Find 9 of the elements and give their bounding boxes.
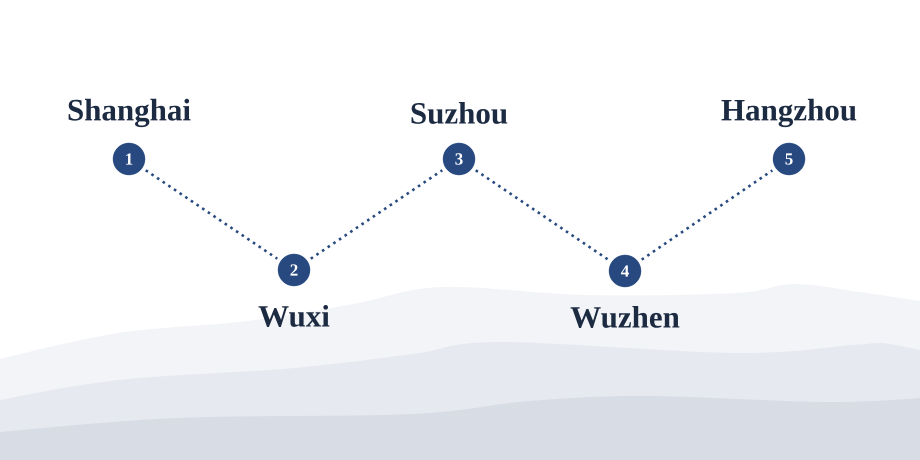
city-label: Hangzhou (722, 98, 856, 128)
city-label: Wuzhen (570, 306, 680, 328)
dotted-line (640, 169, 774, 261)
dotted-line (310, 169, 443, 260)
city-label: Shanghai (68, 98, 191, 128)
city-label: Wuxi (258, 305, 330, 327)
dotted-line (145, 169, 278, 260)
dotted-line (475, 169, 609, 261)
city-label: Suzhou (412, 102, 508, 124)
